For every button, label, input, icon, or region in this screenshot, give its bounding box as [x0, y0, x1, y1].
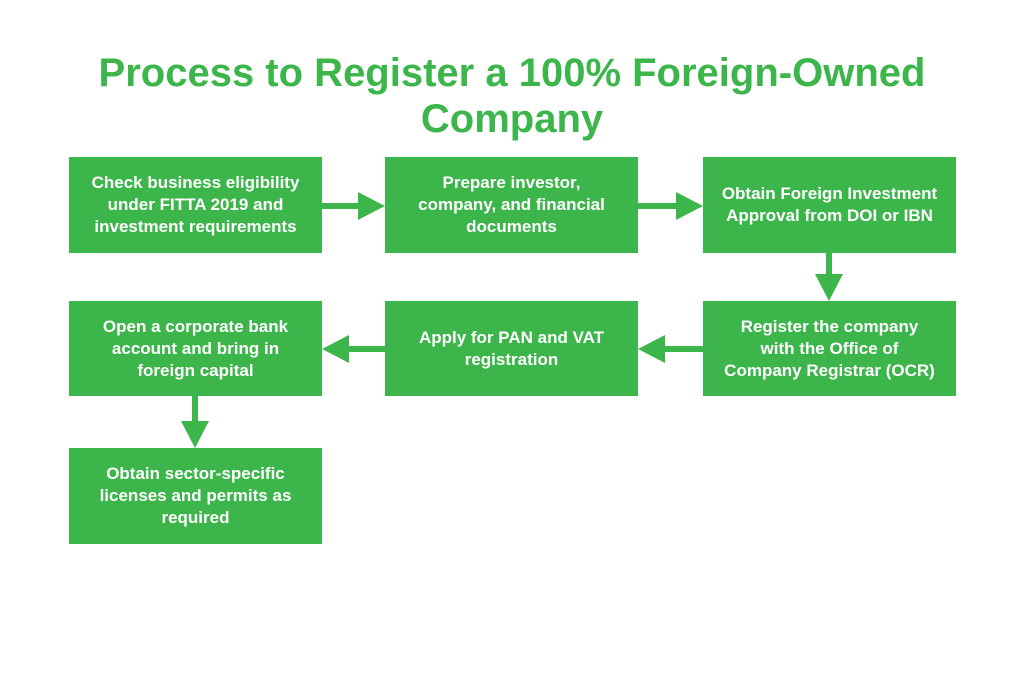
step-1-line-2: under FITTA 2019 and [107, 195, 284, 214]
arrow-down-step6-to-step7 [181, 396, 209, 448]
step-5-line-2: registration [464, 349, 559, 369]
step-4-register-company: Register the company with the Office of … [703, 301, 956, 396]
arrow-left-step4-to-step5 [638, 335, 703, 363]
step-3-line-2: Approval from DOI or IBN [726, 206, 933, 225]
step-7-sector-licenses: Obtain sector-specific licenses and perm… [69, 448, 322, 544]
step-1-line-1: Check business eligibility [91, 173, 300, 192]
step-3-investment-approval: Obtain Foreign Investment Approval from … [703, 157, 956, 253]
title-line-1: Process to Register a 100% Foreign-Owned [98, 51, 926, 95]
arrow-left-step5-to-step6 [322, 335, 385, 363]
step-7-line-1: Obtain sector-specific [106, 464, 285, 483]
step-4-line-3: Company Registrar (OCR) [724, 360, 935, 380]
step-6-line-1: Open a corporate bank [102, 316, 289, 336]
page-title: Process to Register a 100% Foreign-Owned… [0, 50, 1024, 142]
step-4-line-1: Register the company [740, 316, 919, 336]
step-5-pan-vat-registration: Apply for PAN and VAT registration [385, 301, 638, 396]
arrow-right-step1-to-step2 [322, 192, 385, 220]
step-2-prepare-documents: Prepare investor, company, and financial… [385, 157, 638, 253]
step-2-line-2: company, and financial [418, 195, 605, 214]
step-6-line-3: foreign capital [137, 360, 254, 380]
step-7-line-3: required [161, 508, 230, 527]
step-3-line-1: Obtain Foreign Investment [721, 184, 938, 203]
step-2-line-3: documents [466, 217, 557, 236]
step-7-line-2: licenses and permits as [99, 486, 292, 505]
step-5-line-1: Apply for PAN and VAT [418, 327, 605, 347]
step-6-open-bank-account: Open a corporate bank account and bring … [69, 301, 322, 396]
step-6-line-2: account and bring in [111, 338, 280, 358]
step-1-check-eligibility: Check business eligibility under FITTA 2… [69, 157, 322, 253]
step-4-line-2: with the Office of [760, 338, 899, 358]
step-1-line-3: investment requirements [94, 217, 297, 236]
arrow-right-step2-to-step3 [638, 192, 703, 220]
step-2-line-1: Prepare investor, [442, 173, 581, 192]
title-line-2: Company [420, 97, 604, 141]
arrow-down-step3-to-step4 [815, 253, 843, 301]
